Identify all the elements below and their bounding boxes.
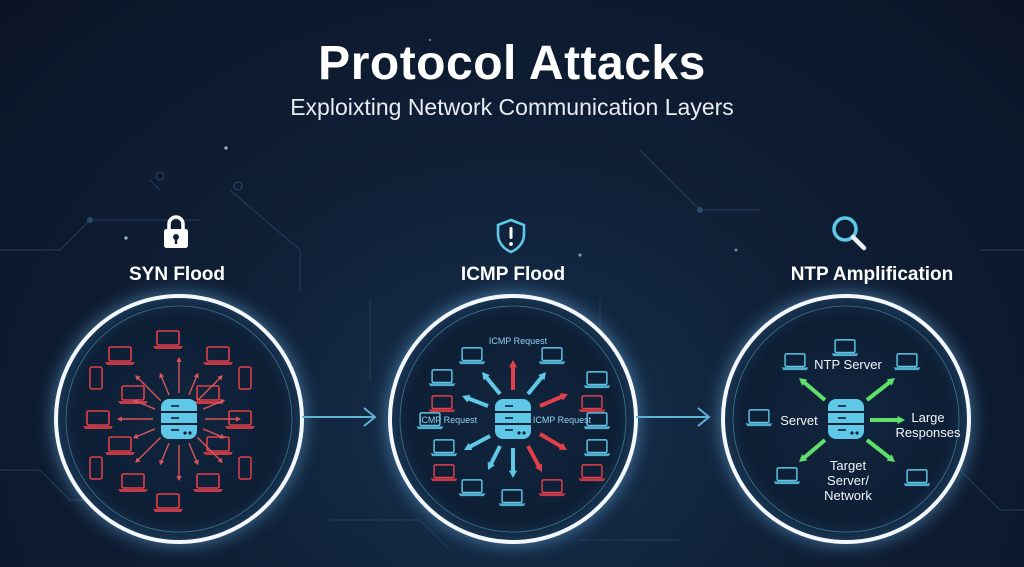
laptop-icon bbox=[118, 385, 148, 404]
arrow-icon bbox=[132, 399, 156, 410]
arrow-icon bbox=[188, 442, 199, 466]
laptop-icon bbox=[458, 347, 486, 365]
arrow-icon bbox=[799, 438, 827, 462]
phone-icon bbox=[89, 366, 103, 390]
laptop-icon bbox=[153, 330, 183, 349]
ntp-amplification-label: NTP Amplification bbox=[790, 264, 954, 285]
large-responses-label: Large Responses bbox=[895, 410, 961, 440]
laptop-icon bbox=[428, 395, 456, 413]
ntp-amplification-diagram: NTP Server Servet Large Responses Target… bbox=[721, 294, 971, 544]
laptop-icon bbox=[578, 464, 606, 482]
inner-ring bbox=[732, 305, 960, 533]
page-title: Protocol Attacks bbox=[318, 37, 706, 90]
laptop-icon bbox=[105, 346, 135, 365]
arrow-icon bbox=[135, 436, 162, 463]
arrow-icon bbox=[202, 428, 226, 439]
arrow-icon bbox=[176, 357, 182, 393]
phone-icon bbox=[238, 366, 252, 390]
laptop-icon bbox=[831, 339, 859, 357]
syn-flood-label: SYN Flood bbox=[128, 264, 226, 285]
arrow-icon bbox=[464, 434, 491, 451]
syn-flood-diagram bbox=[54, 294, 304, 544]
arrow-icon bbox=[865, 438, 895, 462]
database-server-icon bbox=[161, 399, 197, 439]
icmp-request-label: ICMP Request bbox=[532, 415, 592, 425]
target-server-label: Target Server/ Network bbox=[824, 458, 872, 503]
laptop-icon bbox=[893, 353, 921, 371]
arrow-icon bbox=[799, 378, 827, 402]
laptop-icon bbox=[193, 385, 223, 404]
laptop-icon bbox=[773, 467, 801, 485]
icmp-flood-label: ICMP Flood bbox=[460, 264, 566, 285]
flow-arrow-icon bbox=[302, 407, 377, 427]
arrow-icon bbox=[159, 372, 170, 396]
arrow-icon bbox=[132, 428, 156, 439]
laptop-icon bbox=[83, 410, 113, 429]
laptop-icon bbox=[538, 479, 566, 497]
laptop-icon bbox=[583, 371, 611, 389]
ntp-server-label: NTP Server bbox=[814, 357, 882, 372]
database-server-icon bbox=[828, 399, 864, 439]
laptop-icon bbox=[416, 412, 444, 430]
laptop-icon bbox=[193, 473, 223, 492]
icmp-request-label: ICMP Request bbox=[488, 336, 548, 346]
laptop-icon bbox=[458, 479, 486, 497]
phone-icon bbox=[89, 456, 103, 480]
icmp-flood-diagram: ICMP Request ICMP Request ICMP Request bbox=[388, 294, 638, 544]
shield-alert-icon bbox=[496, 218, 526, 254]
arrow-icon bbox=[870, 415, 905, 425]
arrow-icon bbox=[135, 375, 162, 402]
laptop-icon bbox=[430, 439, 458, 457]
arrow-icon bbox=[508, 448, 518, 478]
flow-arrow-icon bbox=[636, 407, 711, 427]
lock-icon bbox=[164, 215, 188, 248]
laptop-icon bbox=[538, 347, 566, 365]
arrow-icon bbox=[205, 416, 241, 422]
arrow-icon bbox=[539, 393, 568, 408]
arrow-icon bbox=[462, 394, 489, 408]
laptop-icon bbox=[498, 489, 526, 507]
arrow-icon bbox=[508, 360, 518, 390]
arrow-icon bbox=[865, 378, 895, 402]
laptop-icon bbox=[203, 436, 233, 455]
laptop-icon bbox=[203, 346, 233, 365]
arrow-icon bbox=[538, 432, 567, 450]
laptop-icon bbox=[105, 436, 135, 455]
inner-ring bbox=[65, 305, 293, 533]
arrow-icon bbox=[117, 416, 153, 422]
phone-icon bbox=[238, 456, 252, 480]
arrow-icon bbox=[526, 445, 543, 472]
laptop-icon bbox=[903, 469, 931, 487]
laptop-icon bbox=[578, 395, 606, 413]
database-server-icon bbox=[495, 399, 531, 439]
laptop-icon bbox=[583, 439, 611, 457]
inner-ring bbox=[399, 305, 627, 533]
laptop-icon bbox=[781, 353, 809, 371]
arrow-icon bbox=[176, 445, 182, 481]
icmp-request-label: ICMP Request bbox=[418, 415, 478, 425]
arrow-icon bbox=[196, 436, 223, 463]
laptop-icon bbox=[118, 473, 148, 492]
arrow-icon bbox=[526, 372, 546, 396]
laptop-icon bbox=[225, 410, 255, 429]
laptop-icon bbox=[745, 409, 773, 427]
arrow-icon bbox=[482, 372, 502, 396]
laptop-icon bbox=[153, 493, 183, 512]
arrow-icon bbox=[159, 442, 170, 466]
page-subtitle: Exploixting Network Communication Layers bbox=[290, 94, 734, 120]
laptop-icon bbox=[428, 369, 456, 387]
servet-label: Servet bbox=[780, 413, 818, 428]
arrow-icon bbox=[487, 445, 502, 470]
arrow-icon bbox=[196, 375, 223, 402]
arrow-icon bbox=[202, 399, 226, 410]
magnifier-icon bbox=[832, 216, 867, 251]
laptop-icon bbox=[430, 464, 458, 482]
laptop-icon bbox=[583, 412, 611, 430]
arrow-icon bbox=[188, 372, 199, 396]
